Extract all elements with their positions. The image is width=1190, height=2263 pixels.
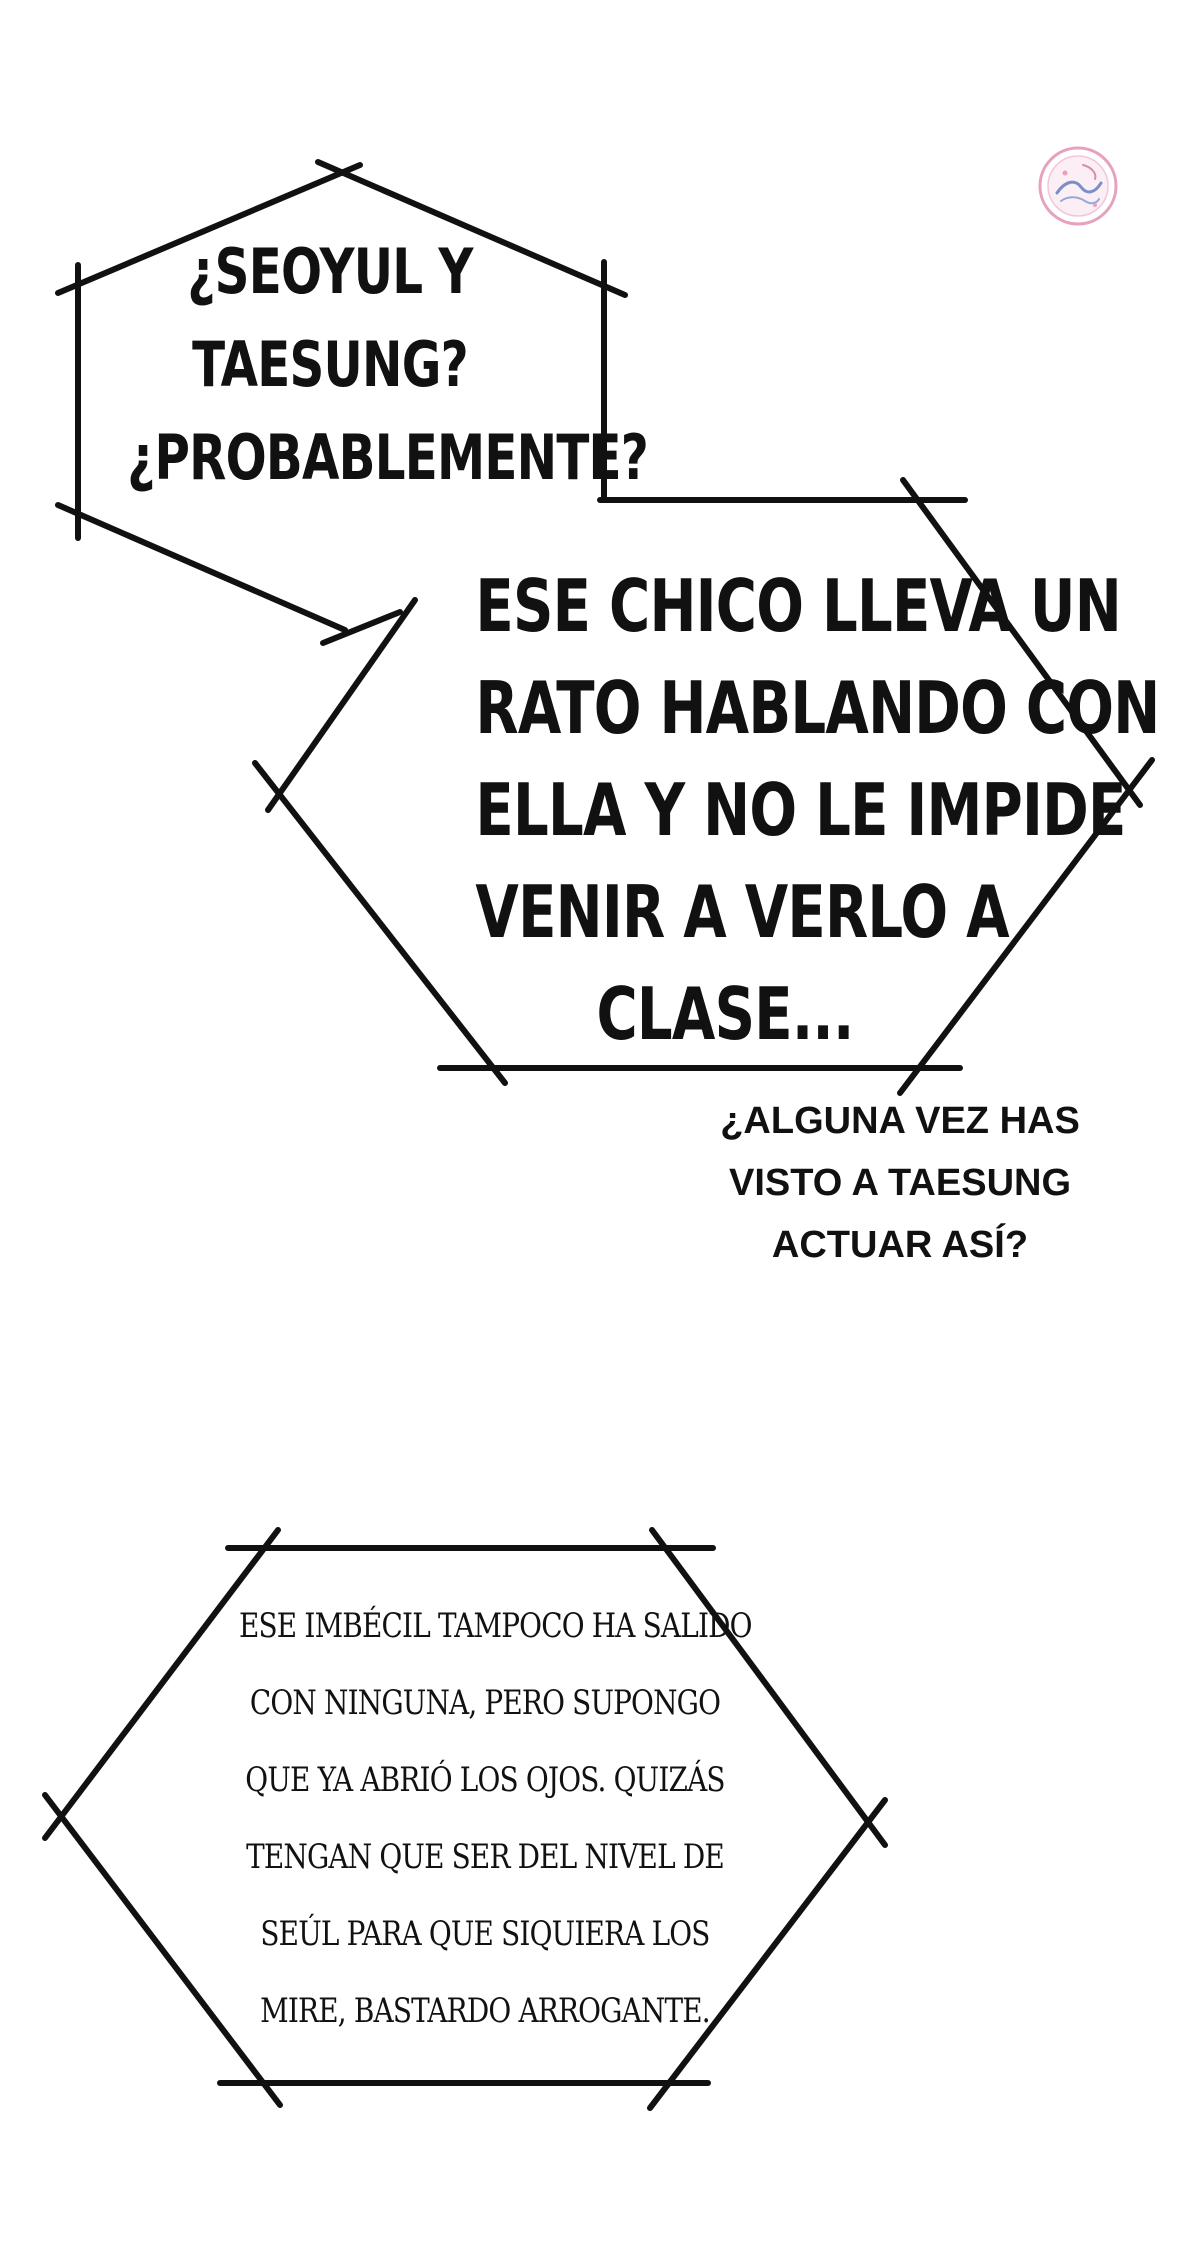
bubble-2-line: ESE CHICO LLEVA UN bbox=[475, 564, 1121, 648]
floating-caption-text: ¿ALGUNA VEZ HAS VISTO A TAESUNG ACTUAR A… bbox=[690, 1090, 1110, 1276]
bubble-2-frame bbox=[252, 477, 1155, 1096]
bubble-3-line: con ninguna, pero supongo bbox=[249, 1683, 721, 1723]
bubble-1-line: ¿SEOYUL Y bbox=[187, 235, 473, 308]
bubble-1-line: ¿PROBABLEMENTE? bbox=[127, 421, 649, 494]
bubble-3-line: tengan que ser del nivel de bbox=[246, 1837, 725, 1877]
watermark-seal-icon bbox=[1035, 143, 1121, 229]
bubble-1-frame bbox=[55, 159, 968, 646]
bubble-3-line: mire, bastardo arrogante. bbox=[260, 1991, 711, 2031]
bubble-2-line: VENIR A VERLO A bbox=[475, 870, 1009, 954]
bubble-2-line: RATO HABLANDO CON bbox=[475, 666, 1160, 750]
speech-bubble-3-text: Ese imbécil tampoco ha salido con ningun… bbox=[185, 1588, 785, 2050]
bubble-3-frame bbox=[42, 1527, 888, 2111]
bubble-3-line: que ya abrió los ojos. Quizás bbox=[245, 1760, 725, 1800]
bubble-3-line: Ese imbécil tampoco ha salido bbox=[239, 1606, 753, 1646]
bubble-2-line: CLASE... bbox=[596, 972, 854, 1056]
speech-bubble-1-text: ¿SEOYUL Y TAESUNG? ¿PROBABLEMENTE? bbox=[70, 225, 649, 504]
bubble-2-line: ELLA Y NO LE IMPIDE bbox=[475, 768, 1126, 852]
bubble-1-line: TAESUNG? bbox=[192, 328, 469, 401]
caption-line: VISTO A TAESUNG bbox=[728, 1162, 1072, 1204]
speech-bubble-2-text: ESE CHICO LLEVA UN RATO HABLANDO CON ELL… bbox=[405, 555, 1160, 1065]
caption-line: ACTUAR ASÍ? bbox=[771, 1224, 1029, 1266]
bubble-3-line: Seúl para que siquiera los bbox=[260, 1914, 710, 1954]
caption-line: ¿ALGUNA VEZ HAS bbox=[720, 1100, 1080, 1142]
